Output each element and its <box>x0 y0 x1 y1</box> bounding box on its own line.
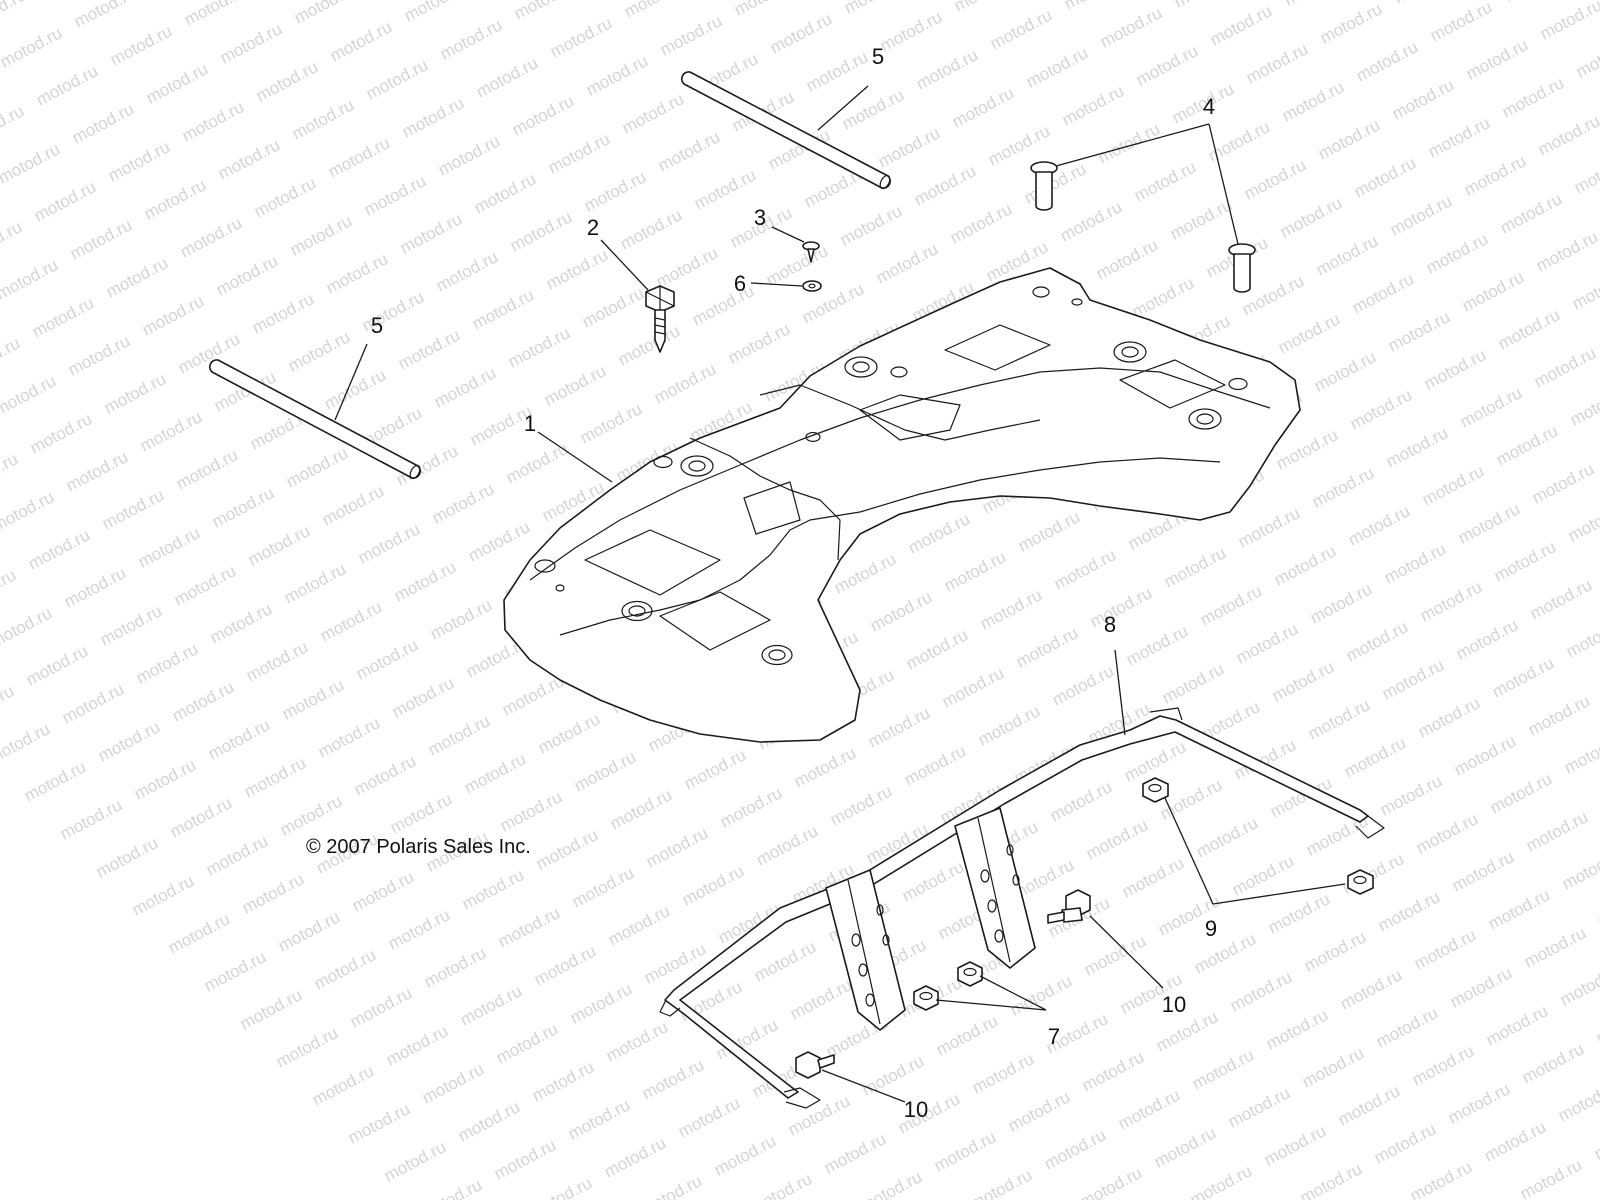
callout-4: 4 <box>1203 94 1215 119</box>
callout-5-upper: 5 <box>872 44 884 69</box>
bracket-8 <box>659 707 1385 1109</box>
rack-1 <box>503 267 1301 743</box>
nut-7-b <box>957 961 983 987</box>
callout-10-upper: 10 <box>1162 992 1186 1017</box>
callout-8: 8 <box>1104 612 1116 637</box>
callout-6: 6 <box>734 271 746 296</box>
nut-7-a <box>913 985 939 1011</box>
screw-3 <box>802 241 820 263</box>
leader-lines <box>334 85 1346 1103</box>
bolt-2 <box>645 285 675 353</box>
nut-9-a <box>1142 777 1169 803</box>
bolt-10-b <box>795 1051 835 1079</box>
fastener-4-b <box>1228 243 1256 293</box>
rod-5-left <box>208 359 422 480</box>
callout-9: 9 <box>1205 916 1217 941</box>
washer-6 <box>802 280 822 292</box>
callout-5-left: 5 <box>371 313 383 338</box>
bolt-10-a <box>1047 889 1091 924</box>
callout-10-lower: 10 <box>904 1097 928 1122</box>
nut-9-b <box>1347 869 1374 895</box>
callout-1: 1 <box>524 411 536 436</box>
copyright-notice: © 2007 Polaris Sales Inc. <box>306 836 531 858</box>
callout-3: 3 <box>754 205 766 230</box>
callout-2: 2 <box>587 215 599 240</box>
rod-5-upper <box>680 71 892 190</box>
callout-7: 7 <box>1048 1024 1060 1049</box>
fastener-4-a <box>1030 161 1058 211</box>
